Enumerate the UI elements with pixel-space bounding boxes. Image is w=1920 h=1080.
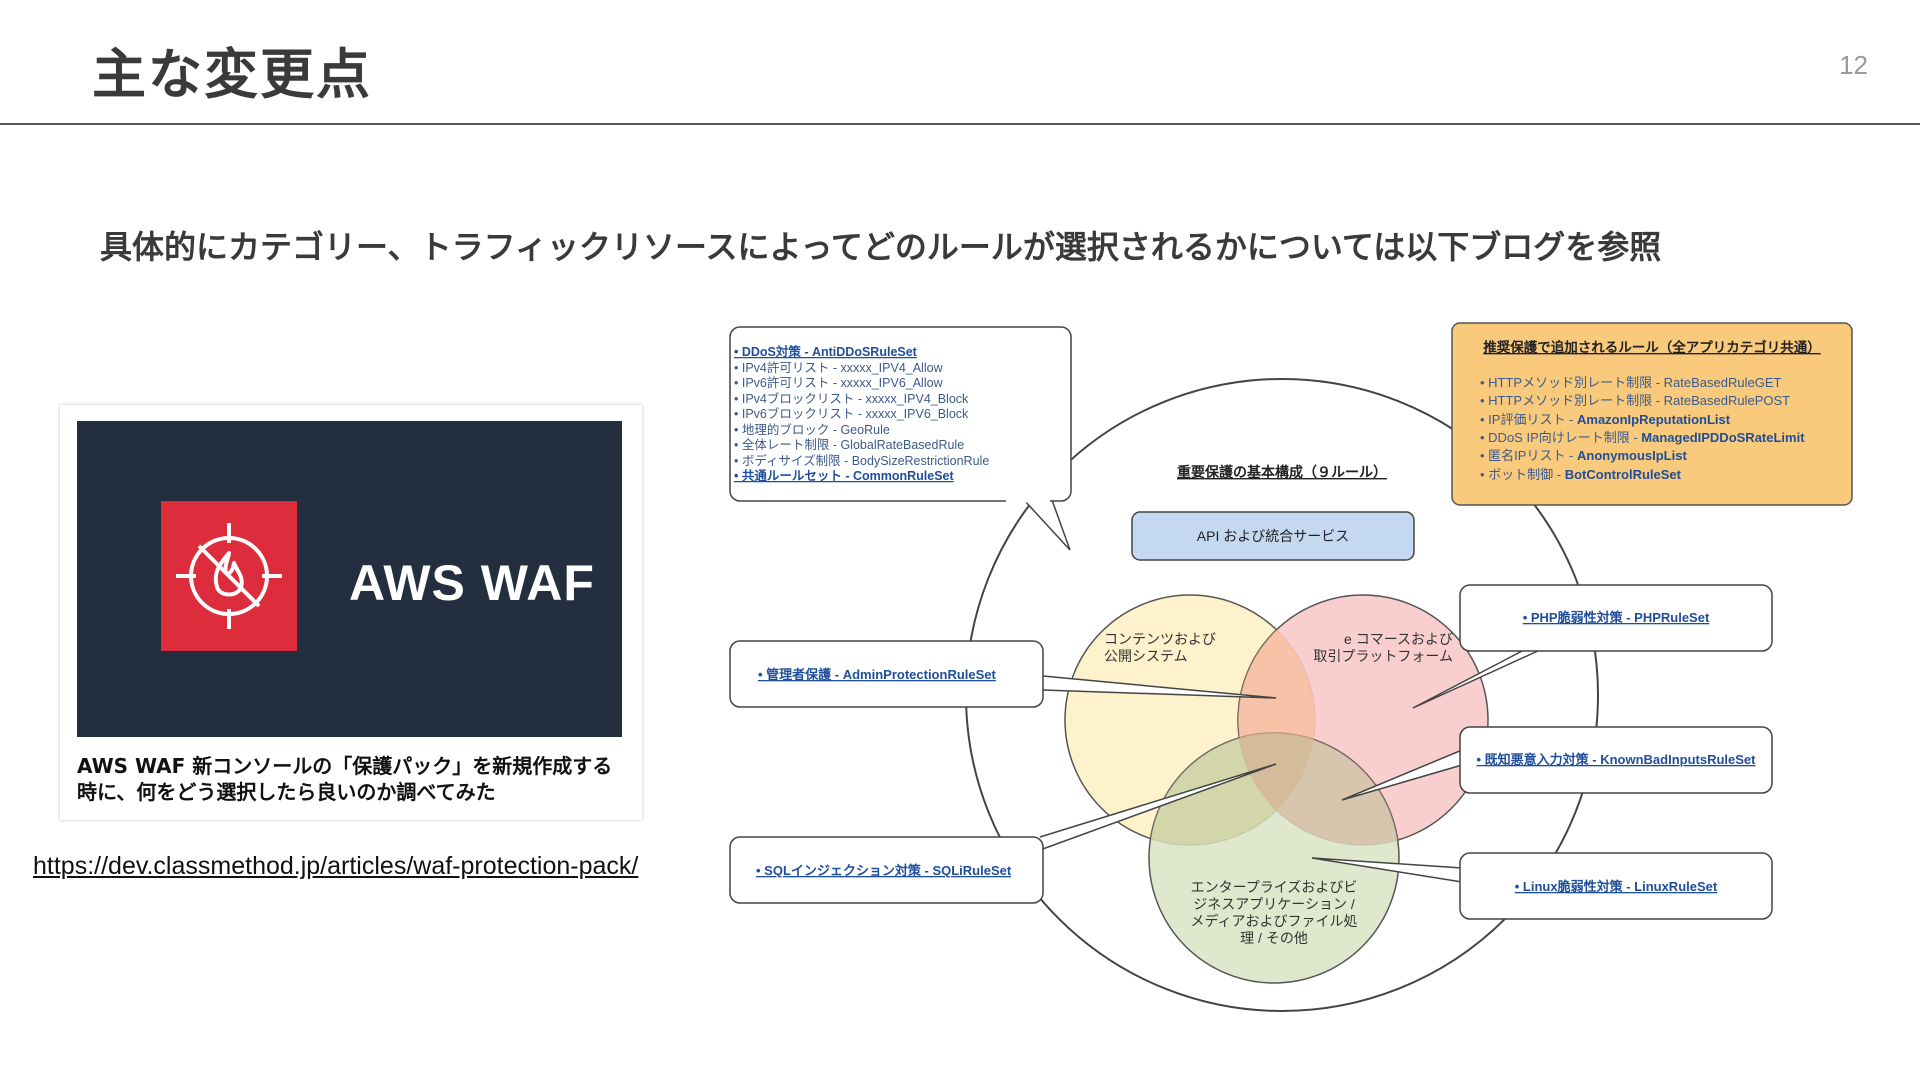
title-divider (0, 123, 1920, 125)
base-rule-3: • IPv6許可リスト - xxxxx_IPV6_Allow (734, 376, 944, 390)
sqli-rule-link[interactable]: • SQLインジェクション対策 - SQLiRuleSet (756, 863, 1012, 878)
known-bad-inputs-rule-link[interactable]: • 既知悪意入力対策 - KnownBadInputsRuleSet (1477, 752, 1757, 767)
php-rule-link[interactable]: • PHP脆弱性対策 - PHPRuleSet (1523, 610, 1710, 625)
base-rule-5: • IPv6ブロックリスト - xxxxx_IPV6_Block (734, 406, 969, 421)
php-callout (1459, 584, 1773, 652)
recommended-rule-1: RateBasedRuleGET (1664, 375, 1782, 390)
base-rule-1[interactable]: • DDoS対策 - AntiDDoSRuleSet (734, 344, 918, 359)
svg-text:• 匿名IPリスト - AnonymousIpList: • 匿名IPリスト - AnonymousIpList (1480, 448, 1687, 463)
enterprise-label-line3: メディアおよびファイル処 (1190, 913, 1357, 929)
svg-text:• HTTPメソッド別レート制限 - RateBasedRu: • HTTPメソッド別レート制限 - RateBasedRuleGET (1480, 375, 1782, 390)
base-rule-7: • 全体レート制限 - GlobalRateBasedRule (734, 437, 964, 452)
linux-callout (1459, 852, 1773, 920)
admin-callout (729, 640, 1044, 708)
page-number: 12 (1839, 50, 1868, 80)
content-label-line2: 公開システム (1104, 648, 1188, 664)
base-rule-4: • IPv4ブロックリスト - xxxxx_IPV4_Block (734, 391, 969, 406)
recommended-rules-list: • HTTPメソッド別レート制限 - RateBasedRuleGET • HT… (1480, 375, 1805, 482)
admin-rule-link[interactable]: • 管理者保護 - AdminProtectionRuleSet (758, 667, 997, 682)
recommended-rule-2: RateBasedRulePOST (1664, 393, 1791, 408)
blog-caption: AWS WAF 新コンソールの「保護パック」を新規作成する 時に、何をどう選択し… (77, 753, 622, 805)
page-title: 主な変更点 (92, 43, 372, 106)
ecommerce-label-line1: e コマースおよび (1344, 631, 1453, 647)
blog-url-link[interactable]: https://dev.classmethod.jp/articles/waf-… (33, 852, 639, 880)
base-config-title: 重要保護の基本構成（９ルール） (1177, 464, 1387, 480)
api-box (1131, 511, 1415, 561)
recommended-rules-box (1451, 322, 1853, 506)
recommended-title: 推奨保護で追加されるルール（全アプリカテゴリ共通） (1483, 339, 1821, 355)
enterprise-label-line2: ジネスアプリケーション / (1193, 896, 1355, 912)
slide-subtitle: 具体的にカテゴリー、トラフィックリソースによってどのルールが選択されるかについて… (100, 228, 1662, 266)
svg-text:• IP評価リスト - AmazonIpReputation: • IP評価リスト - AmazonIpReputationList (1480, 412, 1731, 427)
enterprise-label-line4: 理 / その他 (1240, 930, 1308, 946)
recommended-rule-6: BotControlRuleSet (1565, 467, 1682, 482)
base-rule-2: • IPv4許可リスト - xxxxx_IPV4_Allow (734, 361, 944, 375)
svg-text:• DDoS IP向けレート制限 - ManagedIPDD: • DDoS IP向けレート制限 - ManagedIPDDoSRateLimi… (1480, 430, 1805, 445)
waf-flame-shield-icon (176, 523, 282, 629)
base-rules-list: • DDoS対策 - AntiDDoSRuleSet • IPv4許可リスト -… (734, 344, 989, 483)
blog-caption-line1: AWS WAF 新コンソールの「保護パック」を新規作成する (77, 754, 613, 778)
base-rule-9[interactable]: • 共通ルールセット - CommonRuleSet (734, 468, 954, 483)
recommended-rule-3: AmazonIpReputationList (1577, 412, 1731, 427)
recommended-rule-5: AnonymousIpList (1577, 448, 1687, 463)
blog-banner: AWS WAF (77, 421, 622, 737)
blog-card[interactable]: AWS WAF AWS WAF 新コンソールの「保護パック」を新規作成する 時に… (60, 405, 642, 820)
sqli-callout (729, 836, 1044, 904)
svg-text:• HTTPメソッド別レート制限 - RateBasedRu: • HTTPメソッド別レート制限 - RateBasedRulePOST (1480, 393, 1790, 408)
base-rule-6: • 地理的ブロック - GeoRule (734, 422, 890, 437)
content-label-line1: コンテンツおよび (1104, 631, 1216, 647)
ecommerce-label-line2: 取引プラットフォーム (1313, 648, 1453, 664)
known-bad-inputs-callout (1459, 726, 1773, 794)
linux-rule-link[interactable]: • Linux脆弱性対策 - LinuxRuleSet (1515, 879, 1718, 894)
aws-waf-brand: AWS WAF (349, 555, 595, 611)
base-rules-callout (729, 326, 1072, 502)
api-box-label: API および統合サービス (1197, 528, 1349, 544)
base-rule-8: • ボディサイズ制限 - BodySizeRestrictionRule (734, 453, 989, 468)
aws-waf-logo (161, 501, 297, 651)
recommended-rule-4: ManagedIPDDoSRateLimit (1641, 430, 1805, 445)
enterprise-label-line1: エンタープライズおよびビ (1191, 879, 1358, 895)
blog-caption-line2: 時に、何をどう選択したら良いのか調べてみた (77, 780, 496, 804)
svg-text:• ボット制御 - BotControlRuleSet: • ボット制御 - BotControlRuleSet (1480, 467, 1682, 482)
